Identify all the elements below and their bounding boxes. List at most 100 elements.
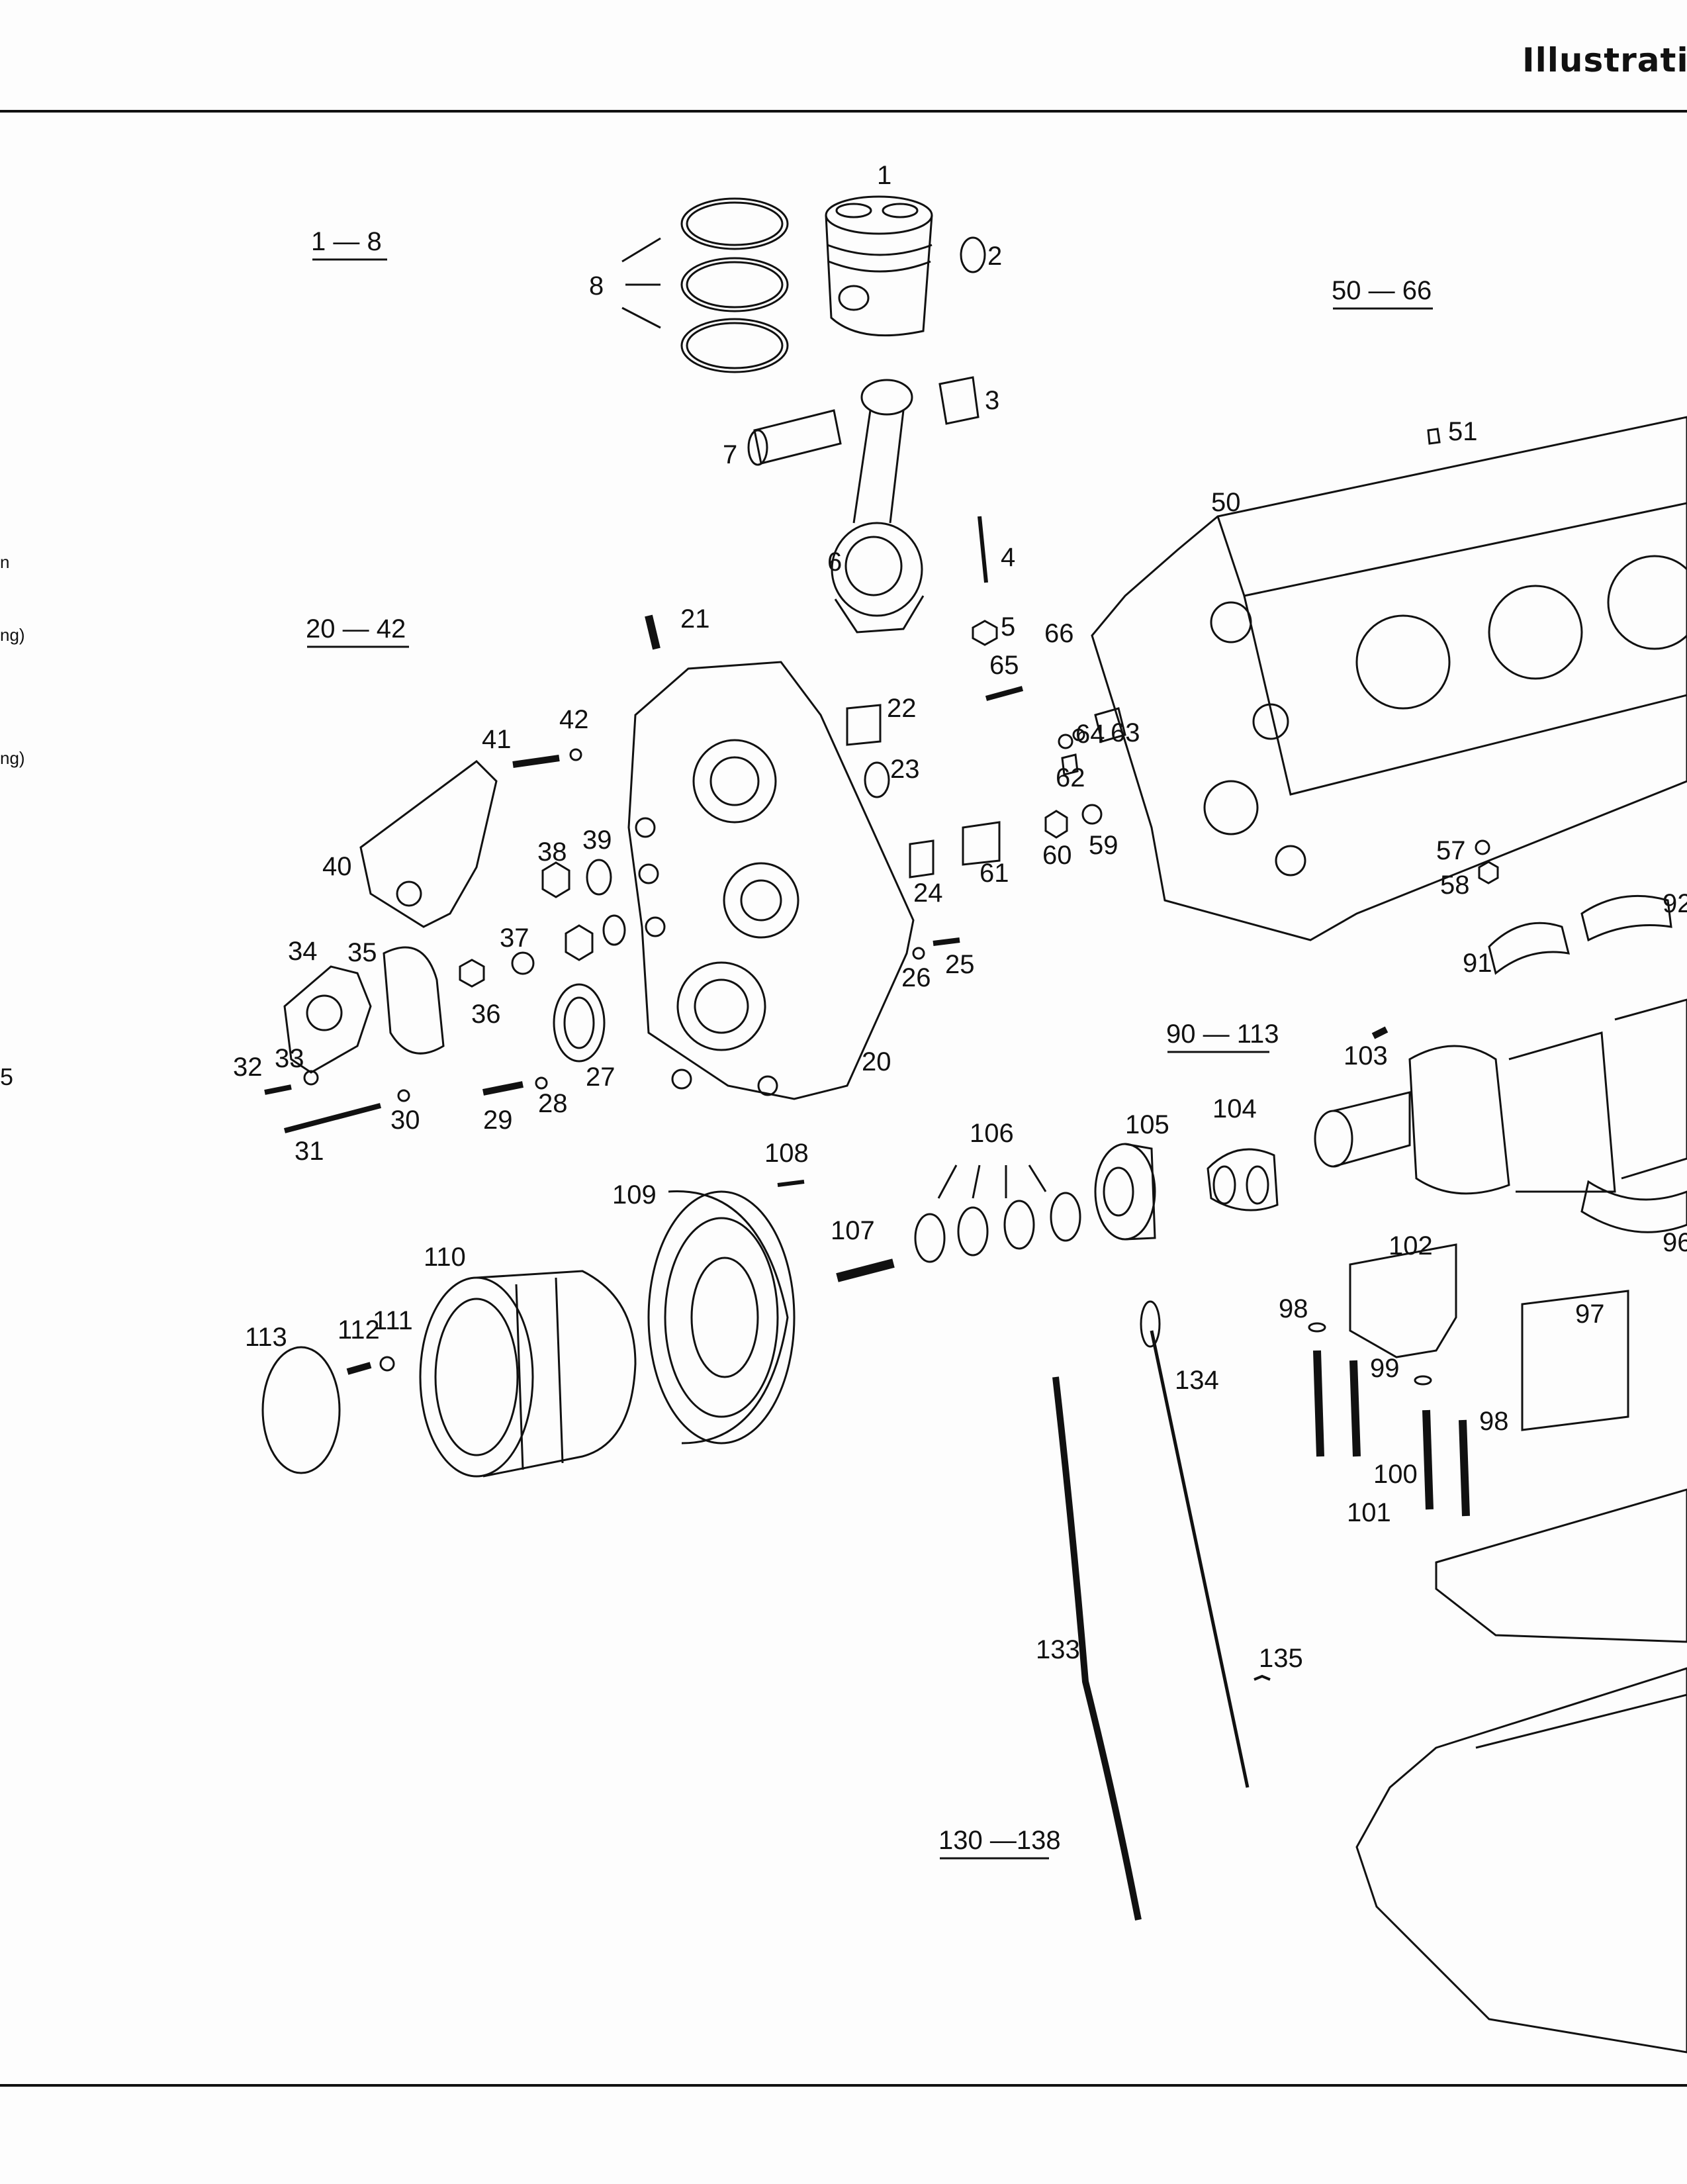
part-label-112: 112 [338, 1315, 380, 1345]
part-label-98: 98 [1279, 1294, 1308, 1323]
gasket [383, 946, 445, 1055]
bolt [346, 1362, 372, 1375]
part-label-41: 41 [482, 725, 512, 754]
bush [846, 704, 882, 746]
part-label-8: 8 [589, 271, 604, 301]
bush [909, 839, 935, 878]
washer [1050, 1192, 1081, 1242]
part-label-60: 60 [1042, 841, 1072, 870]
margin-fragment: 5 [0, 1063, 14, 1090]
washer [303, 1070, 319, 1086]
bearing-cap [1349, 1243, 1457, 1358]
dowel-pin [645, 614, 661, 650]
part-label-42: 42 [559, 705, 589, 734]
part-label-96: 96 [1663, 1228, 1687, 1257]
group-label: 130 —138 [938, 1826, 1061, 1855]
part-label-37: 37 [500, 924, 529, 953]
bolt [1313, 1350, 1324, 1457]
part-label-133: 133 [1036, 1635, 1080, 1664]
part-label-5: 5 [1001, 612, 1015, 641]
plug [1044, 810, 1068, 839]
part-label-25: 25 [945, 950, 975, 979]
part-label-64: 64 [1075, 720, 1105, 749]
part-label-7: 7 [723, 440, 737, 469]
vibration-damper [419, 1270, 637, 1478]
part-label-134: 134 [1175, 1366, 1219, 1395]
key [777, 1180, 805, 1187]
dipstick [1150, 1330, 1250, 1788]
key [1371, 1026, 1389, 1039]
part-label-2: 2 [987, 242, 1002, 271]
bolt [1349, 1360, 1361, 1457]
washer [569, 748, 582, 761]
part-label-34: 34 [288, 937, 318, 966]
piston-rings [621, 197, 789, 373]
washer [1475, 839, 1490, 855]
dowel [1427, 428, 1441, 445]
part-label-98: 98 [1479, 1407, 1509, 1436]
washer [397, 1089, 410, 1102]
circlip [864, 761, 890, 798]
piston-pin [753, 409, 842, 465]
washer [379, 1356, 395, 1372]
timing-cover [627, 661, 915, 1100]
flywheel-pulley [647, 1190, 796, 1445]
part-label-26: 26 [901, 963, 931, 992]
connecting-rod [831, 379, 925, 634]
oil-pan [1355, 1667, 1687, 2054]
cap [261, 1346, 341, 1474]
part-label-135: 135 [1259, 1644, 1303, 1673]
washer [957, 1206, 989, 1257]
part-label-23: 23 [890, 755, 920, 784]
part-label-21: 21 [680, 604, 710, 634]
hub [1094, 1143, 1156, 1241]
part-label-22: 22 [887, 694, 917, 723]
plug [541, 861, 570, 898]
part-label-102: 102 [1389, 1231, 1433, 1260]
part-label-38: 38 [537, 837, 567, 867]
group-label: 1 — 8 [311, 227, 382, 256]
seal-ring [586, 859, 612, 896]
clip [1254, 1674, 1271, 1681]
oil-seal [553, 983, 606, 1063]
dipstick-tube [1052, 1376, 1142, 1921]
margin-fragment: ng) [0, 625, 25, 645]
part-label-39: 39 [582, 826, 612, 855]
part-label-6: 6 [827, 547, 842, 577]
group-label: 50 — 66 [1332, 276, 1432, 305]
bearing-shell [1488, 922, 1571, 975]
part-label-51: 51 [1448, 417, 1478, 446]
bearing-cap [1521, 1290, 1629, 1431]
seal-ring [511, 951, 535, 975]
part-label-97: 97 [1575, 1300, 1605, 1329]
bearing-shell [1580, 894, 1672, 942]
plug [1061, 753, 1079, 776]
bolt [264, 1084, 292, 1095]
small-end-bush [938, 376, 980, 425]
part-label-107: 107 [831, 1216, 875, 1245]
group-label: 90 — 113 [1166, 1020, 1279, 1049]
part-label-32: 32 [233, 1053, 263, 1082]
top-rule [0, 110, 1687, 113]
bolt [1422, 1409, 1434, 1510]
part-label-57: 57 [1436, 836, 1466, 865]
bush [962, 821, 1001, 866]
group-label: 20 — 42 [306, 614, 406, 643]
part-label-20: 20 [862, 1047, 891, 1076]
part-label-106: 106 [970, 1119, 1014, 1148]
long-bolt [283, 1103, 382, 1133]
plug [459, 959, 485, 988]
plug [1478, 861, 1499, 884]
bottom-rule [0, 2084, 1687, 2087]
page-title: Illustratio [1522, 41, 1687, 79]
part-label-105: 105 [1125, 1110, 1169, 1139]
part-label-66: 66 [1044, 619, 1074, 648]
seal-ring [1081, 804, 1103, 825]
part-label-91: 91 [1463, 949, 1492, 978]
part-label-101: 101 [1347, 1498, 1391, 1527]
part-label-50: 50 [1211, 488, 1241, 517]
rod-nut [972, 620, 998, 646]
washer [1058, 734, 1073, 749]
